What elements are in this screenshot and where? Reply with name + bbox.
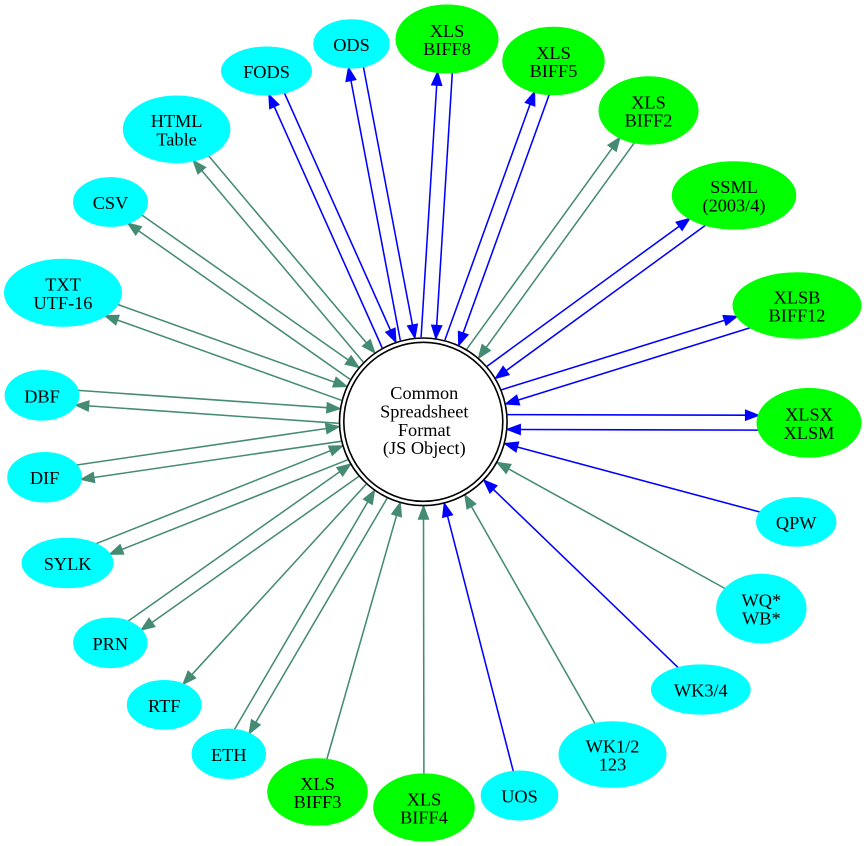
svg-text:XLS: XLS	[300, 774, 335, 794]
svg-text:Spreadsheet: Spreadsheet	[380, 402, 468, 422]
svg-text:XLSM: XLSM	[784, 423, 835, 443]
svg-text:DIF: DIF	[30, 468, 59, 488]
svg-text:ODS: ODS	[333, 35, 370, 55]
svg-text:WK3/4: WK3/4	[674, 681, 728, 701]
svg-text:QPW: QPW	[776, 513, 817, 533]
svg-text:BIFF2: BIFF2	[625, 111, 673, 131]
svg-text:Format: Format	[398, 420, 451, 440]
svg-text:(2003/4): (2003/4)	[703, 196, 766, 217]
svg-text:CSV: CSV	[93, 193, 129, 213]
svg-text:WB*: WB*	[742, 609, 781, 629]
svg-text:SYLK: SYLK	[44, 554, 93, 574]
svg-text:XLS: XLS	[430, 21, 465, 41]
svg-text:123: 123	[599, 755, 626, 775]
svg-text:Common: Common	[390, 383, 458, 403]
svg-text:PRN: PRN	[93, 634, 129, 654]
svg-text:XLSX: XLSX	[785, 405, 833, 425]
svg-text:BIFF3: BIFF3	[294, 792, 342, 812]
svg-text:RTF: RTF	[148, 696, 180, 716]
svg-text:BIFF12: BIFF12	[769, 306, 826, 326]
svg-text:HTML: HTML	[151, 111, 203, 131]
svg-text:DBF: DBF	[24, 386, 60, 406]
svg-text:XLS: XLS	[407, 789, 442, 809]
svg-text:(JS Object): (JS Object)	[383, 438, 466, 459]
svg-text:XLS: XLS	[631, 92, 666, 112]
svg-text:XLSB: XLSB	[774, 287, 821, 307]
svg-text:SSML: SSML	[710, 177, 758, 197]
svg-text:TXT: TXT	[45, 275, 81, 295]
svg-text:UOS: UOS	[501, 787, 538, 807]
svg-text:WQ*: WQ*	[741, 590, 781, 610]
svg-text:BIFF8: BIFF8	[423, 39, 471, 59]
svg-text:BIFF4: BIFF4	[400, 808, 448, 828]
svg-text:Table: Table	[156, 130, 196, 150]
svg-text:FODS: FODS	[243, 62, 290, 82]
svg-text:BIFF5: BIFF5	[530, 61, 578, 81]
svg-text:UTF-16: UTF-16	[34, 293, 93, 313]
svg-text:XLS: XLS	[536, 43, 571, 63]
svg-text:WK1/2: WK1/2	[586, 736, 640, 756]
svg-text:ETH: ETH	[211, 745, 247, 765]
